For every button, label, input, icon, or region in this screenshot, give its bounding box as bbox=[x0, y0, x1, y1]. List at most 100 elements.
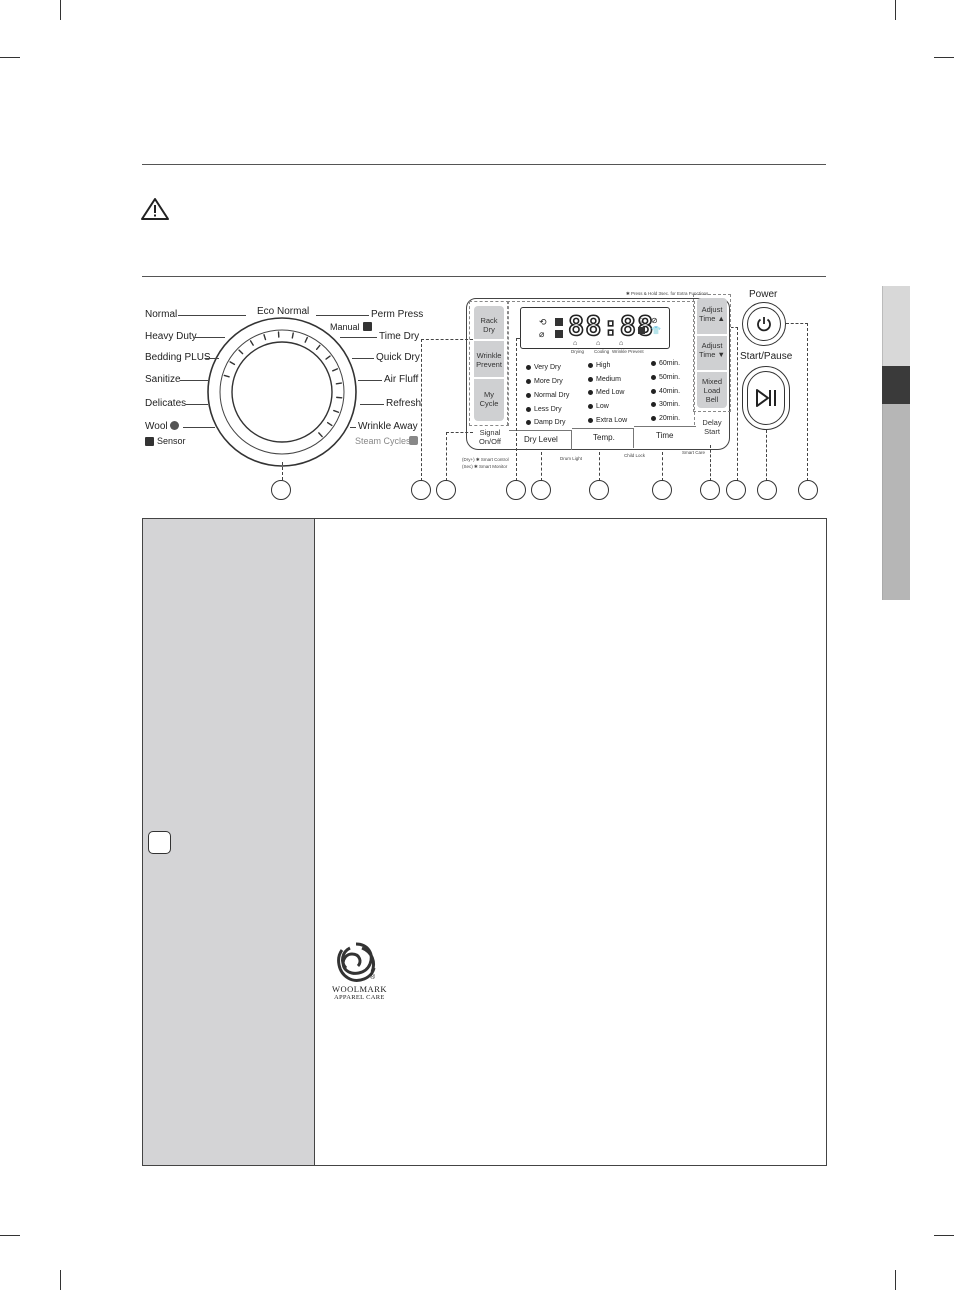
time-option: 50min. bbox=[651, 374, 680, 381]
dial-label-time-dry: Time Dry bbox=[379, 331, 420, 342]
time-option: 20min. bbox=[651, 415, 680, 422]
shirt-icon: 👕 bbox=[651, 326, 661, 335]
leader-line bbox=[180, 380, 208, 381]
status-cooling: Cooling bbox=[594, 349, 610, 354]
power-button[interactable] bbox=[742, 302, 786, 346]
left-button-group bbox=[469, 301, 509, 426]
dial-label-sanitize: Sanitize bbox=[145, 374, 181, 385]
mute-icon: ⊘ bbox=[651, 316, 658, 325]
temp-option: Extra Low bbox=[588, 417, 627, 424]
cooling-icon: ⌂ bbox=[596, 340, 601, 347]
callout-circle bbox=[700, 480, 720, 500]
woolmark-registered: ® bbox=[370, 974, 376, 981]
dial-label-delicates: Delicates bbox=[145, 398, 187, 409]
dial-tick bbox=[229, 361, 236, 366]
callout-line bbox=[766, 430, 767, 481]
woolmark-line1: WOOLMARK bbox=[332, 984, 387, 994]
callout-circle bbox=[652, 480, 672, 500]
crop-mark bbox=[895, 1270, 896, 1290]
warning-icon bbox=[141, 198, 169, 220]
leader-line bbox=[183, 427, 215, 428]
dry-level-option: More Dry bbox=[526, 378, 563, 385]
time-button[interactable] bbox=[634, 426, 696, 446]
dial-tick bbox=[238, 349, 244, 355]
callout-circle bbox=[798, 480, 818, 500]
sensor-icon bbox=[145, 437, 154, 446]
rack-dry-label: Rack Dry bbox=[480, 316, 498, 334]
crop-mark bbox=[895, 0, 896, 20]
callout-circle bbox=[757, 480, 777, 500]
delay-start-label: Delay Start bbox=[702, 418, 722, 436]
dial-tick bbox=[249, 340, 254, 346]
side-tab-marker bbox=[882, 366, 910, 404]
steam-icon bbox=[409, 436, 418, 445]
dial-tick bbox=[304, 336, 308, 343]
time-option: 60min. bbox=[651, 360, 680, 367]
smart-icon: ☺ bbox=[637, 316, 646, 325]
dry-level-option: Less Dry bbox=[526, 406, 562, 413]
rack-dry-button[interactable] bbox=[474, 306, 504, 339]
callout-circle bbox=[436, 480, 456, 500]
signal-off-icon: ⌀ bbox=[539, 329, 545, 339]
time-label: Time bbox=[656, 431, 674, 440]
side-tab-shade bbox=[882, 404, 910, 600]
power-button-inner bbox=[747, 307, 781, 341]
adjust-time-down-button[interactable] bbox=[697, 336, 727, 370]
dial-label-air-fluff: Air Fluff bbox=[384, 374, 419, 385]
dial-label-refresh: Refresh bbox=[386, 398, 422, 409]
table-row-number bbox=[148, 831, 171, 854]
callout-circle bbox=[589, 480, 609, 500]
dial-tick bbox=[318, 432, 323, 438]
cycle-icon: ⟲ bbox=[539, 317, 547, 327]
status-wrinkle: Wrinkle Prevent bbox=[612, 349, 644, 354]
description-table bbox=[142, 518, 827, 1166]
adjust-time-up-label: Adjust Time ▲ bbox=[699, 305, 725, 323]
woolmark-logo bbox=[337, 942, 376, 982]
callout-line bbox=[599, 452, 600, 481]
dial-label-eco-normal: Eco Normal bbox=[257, 306, 310, 317]
woolmark-line2: APPAREL CARE bbox=[334, 994, 385, 1001]
dial-tick bbox=[263, 334, 267, 341]
smart-care-note: Smart Care bbox=[682, 450, 706, 455]
my-cycle-button[interactable] bbox=[474, 379, 504, 421]
mixed-load-bell-label: Mixed Load Bell bbox=[701, 377, 722, 404]
my-cycle-label: My Cycle bbox=[479, 390, 499, 408]
cycle-dial[interactable] bbox=[200, 310, 365, 470]
leader-line bbox=[178, 315, 246, 316]
option-area bbox=[507, 301, 695, 425]
leader-line bbox=[360, 404, 384, 405]
callout-line bbox=[662, 452, 663, 481]
adjust-time-up-button[interactable] bbox=[697, 298, 727, 334]
temp-option: Med Low bbox=[588, 389, 624, 396]
callout-line bbox=[786, 323, 808, 481]
lock-icon bbox=[638, 327, 645, 334]
dial-tick bbox=[332, 368, 339, 372]
signal-note-2: (Sec) ✱ Smart Monitor bbox=[462, 464, 508, 469]
callout-circle bbox=[411, 480, 431, 500]
dry-level-button[interactable] bbox=[509, 430, 572, 450]
start-pause-label: Start/Pause bbox=[740, 351, 793, 362]
dial-label-quick-dry: Quick Dry bbox=[376, 352, 420, 363]
time-option: 30min. bbox=[651, 401, 680, 408]
wrinkle-prevent-label: Wrinkle Prevent bbox=[476, 351, 502, 369]
crop-mark bbox=[934, 1235, 954, 1236]
callout-circle bbox=[271, 480, 291, 500]
mixed-load-bell-button[interactable] bbox=[697, 372, 727, 408]
dial-label-heavy-duty: Heavy Duty bbox=[145, 331, 197, 342]
leader-line bbox=[205, 358, 219, 359]
start-pause-button[interactable] bbox=[742, 366, 790, 430]
dial-label-manual: Manual bbox=[330, 322, 360, 332]
leader-line bbox=[352, 358, 374, 359]
display-digits: 88:88 bbox=[567, 310, 655, 343]
temp-button[interactable] bbox=[572, 428, 634, 448]
callout-line bbox=[516, 338, 521, 481]
wrinkle-prevent-button[interactable] bbox=[474, 341, 504, 377]
callout-circle bbox=[726, 480, 746, 500]
callout-line bbox=[541, 452, 542, 481]
temp-label: Temp. bbox=[593, 433, 615, 442]
sensor-dry-icon bbox=[555, 318, 563, 326]
leader-line bbox=[186, 404, 208, 405]
dial-label-perm-press: Perm Press bbox=[371, 309, 424, 320]
leader-line bbox=[358, 380, 382, 381]
section-rule bbox=[142, 276, 826, 277]
